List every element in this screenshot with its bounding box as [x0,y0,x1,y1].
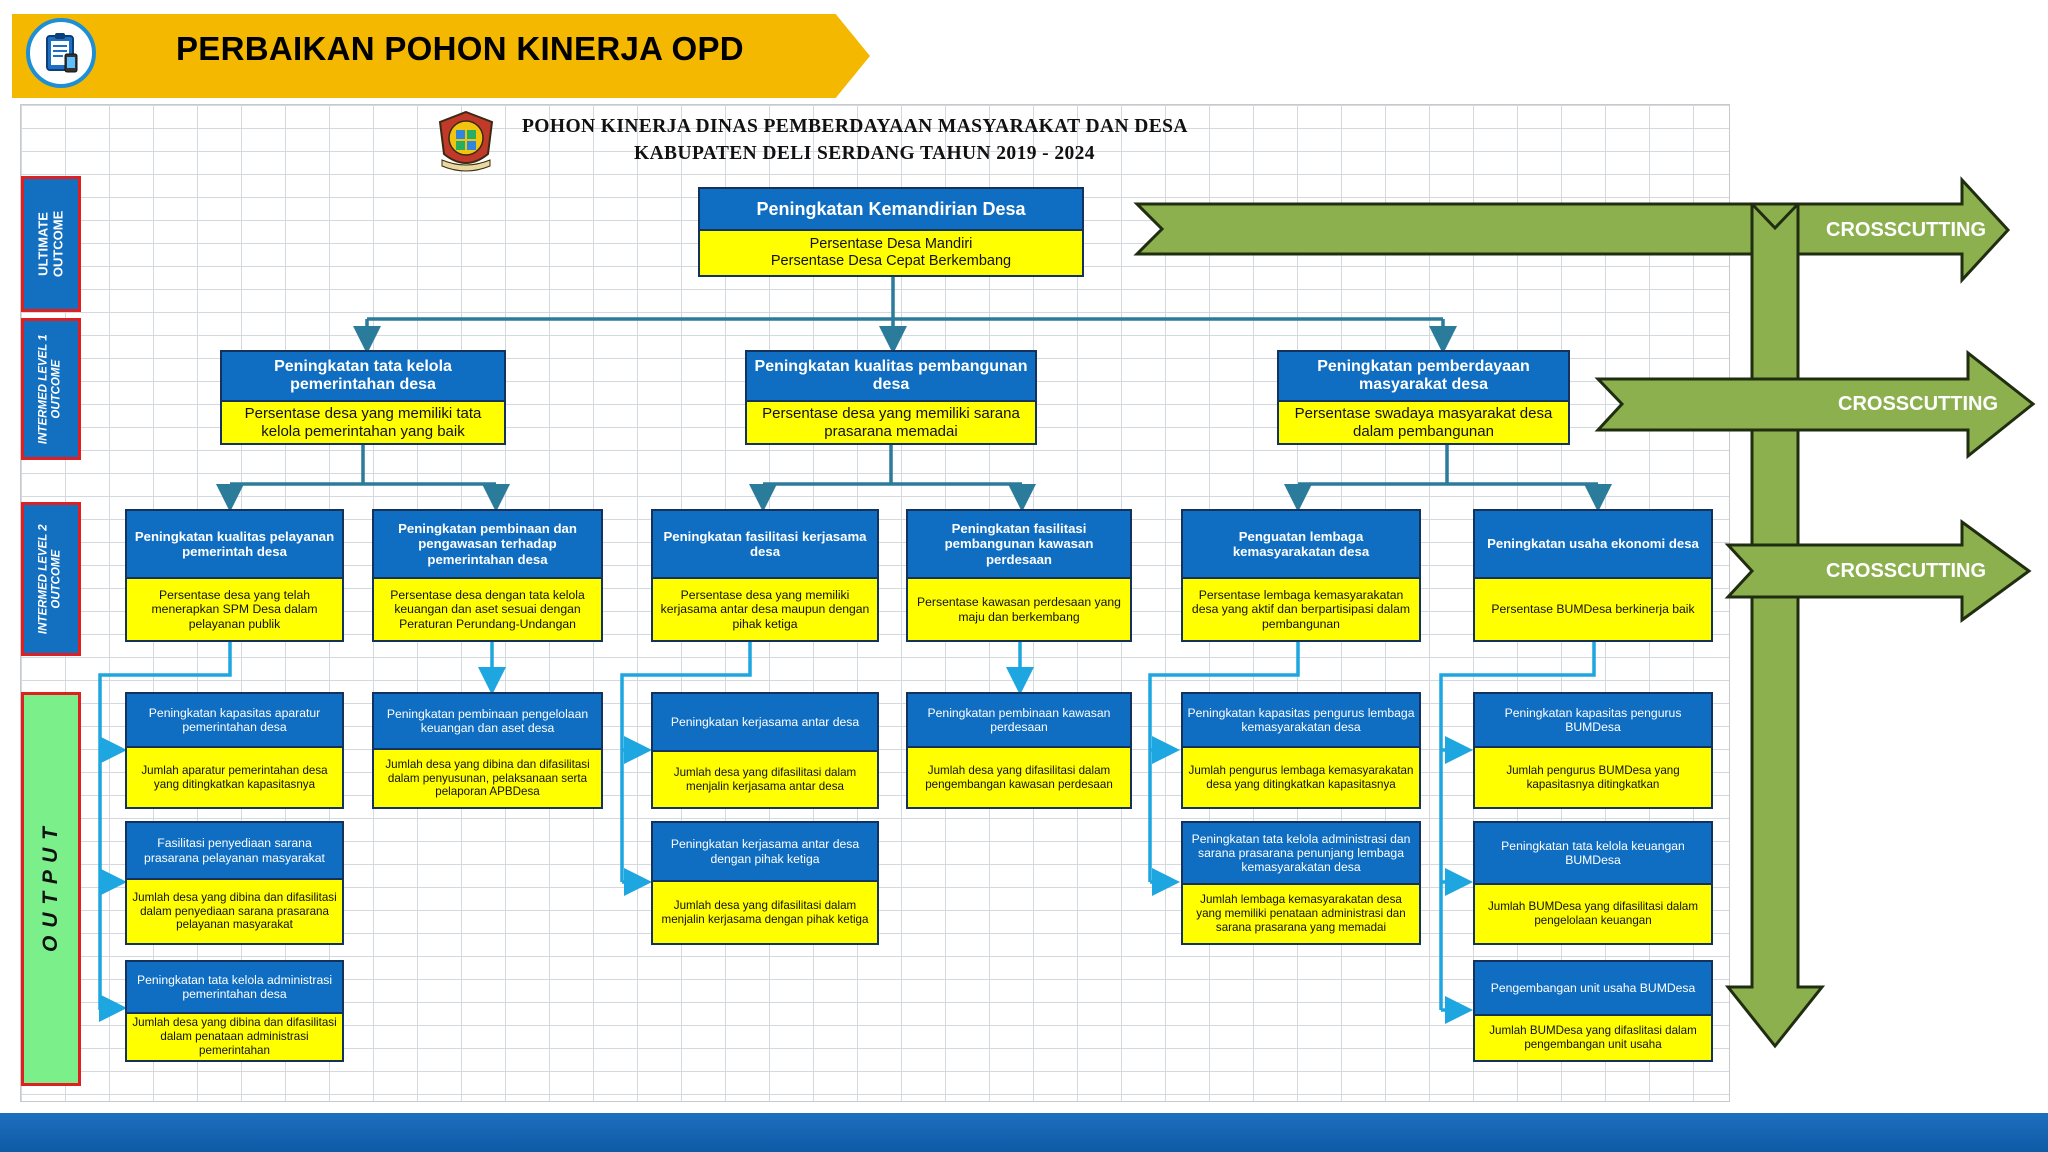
ultimate-outcome-box: Peningkatan Kemandirian Desa Persentase … [698,187,1084,277]
intermed-2-box-3: Peningkatan fasilitasi kerjasama desa Pe… [651,509,879,642]
output-box-c4-1: Peningkatan pembinaan kawasan perdesaan … [906,692,1132,809]
crosscutting-label-3: CROSSCUTTING [1826,560,1986,582]
box-indicator: Persentase desa yang telah menerapkan SP… [127,577,342,640]
box-title: Peningkatan kualitas pembangunan desa [747,352,1035,400]
box-title: Peningkatan pemberdayaan masyarakat desa [1279,352,1568,400]
intermed-2-box-2: Peningkatan pembinaan dan pengawasan ter… [372,509,603,642]
output-box-c1-2: Fasilitasi penyediaan sarana prasarana p… [125,821,344,945]
output-box-c5-1: Peningkatan kapasitas pengurus lembaga k… [1181,692,1421,809]
document-title-line2: KABUPATEN DELI SERDANG TAHUN 2019 - 2024 [634,143,1095,164]
box-indicator: Persentase desa dengan tata kelola keuan… [374,577,601,640]
intermed-1-box-1: Peningkatan tata kelola pemerintahan des… [220,350,506,445]
output-box-c1-3: Peningkatan tata kelola administrasi pem… [125,960,344,1062]
box-indicator: Jumlah pengurus lembaga kemasyarakatan d… [1183,746,1419,807]
box-indicator: Jumlah BUMDesa yang difasilitasi dalam p… [1475,883,1711,943]
level-intermed-1-outcome: INTERMED LEVEL 1 OUTCOME [21,318,81,460]
deli-serdang-emblem [436,110,496,174]
box-indicator: Jumlah aparatur pemerintahan desa yang d… [127,746,342,807]
crosscutting-arrow-vertical [1724,202,1826,1049]
box-indicator: Jumlah desa yang difasilitasi dalam menj… [653,750,877,807]
box-title: Peningkatan fasilitasi pembangunan kawas… [908,511,1130,577]
box-title: Peningkatan kapasitas aparatur pemerinta… [127,694,342,746]
output-box-c1-1: Peningkatan kapasitas aparatur pemerinta… [125,692,344,809]
box-title: Peningkatan kerjasama antar desa [653,694,877,750]
footer-bar [0,1113,2048,1152]
page-title: PERBAIKAN POHON KINERJA OPD [176,30,744,67]
box-indicator: Persentase BUMDesa berkinerja baik [1475,577,1711,640]
box-title: Peningkatan kapasitas pengurus lembaga k… [1183,694,1419,746]
box-title: Peningkatan fasilitasi kerjasama desa [653,511,877,577]
intermed-1-box-3: Peningkatan pemberdayaan masyarakat desa… [1277,350,1570,445]
box-indicator: Jumlah desa yang difasilitasi dalam menj… [653,880,877,943]
crosscutting-arrow-2 [1594,349,2036,460]
output-box-c6-2: Peningkatan tata kelola keuangan BUMDesa… [1473,821,1713,945]
box-indicator: Jumlah lembaga kemasyarakatan desa yang … [1183,883,1419,943]
box-title: Peningkatan kualitas pelayanan pemerinta… [127,511,342,577]
box-indicator: Persentase lembaga kemasyarakatan desa y… [1183,577,1419,640]
intermed-1-box-2: Peningkatan kualitas pembangunan desa Pe… [745,350,1037,445]
box-indicator: Jumlah desa yang dibina dan difasilitasi… [374,748,601,807]
intermed-2-box-4: Peningkatan fasilitasi pembangunan kawas… [906,509,1132,642]
level-ultimate-outcome: ULTIMATE OUTCOME [21,176,81,312]
crosscutting-arrow-3 [1724,519,2032,623]
intermed-2-box-6: Peningkatan usaha ekonomi desa Persentas… [1473,509,1713,642]
box-indicator: Jumlah desa yang dibina dan difasilitasi… [127,1012,342,1060]
output-box-c2-1: Peningkatan pembinaan pengelolaan keuang… [372,692,603,809]
output-box-c3-1: Peningkatan kerjasama antar desa Jumlah … [651,692,879,809]
crosscutting-label-1: CROSSCUTTING [1826,219,1986,241]
box-indicator: Jumlah BUMDesa yang difaslitasi dalam pe… [1475,1014,1711,1060]
intermed-2-box-1: Peningkatan kualitas pelayanan pemerinta… [125,509,344,642]
level-intermed-2-outcome: INTERMED LEVEL 2 OUTCOME [21,502,81,656]
box-title: Fasilitasi penyediaan sarana prasarana p… [127,823,342,878]
box-indicator: Persentase desa yang memiliki sarana pra… [747,400,1035,443]
box-indicator: Jumlah pengurus BUMDesa yang kapasitasny… [1475,746,1711,807]
crosscutting-label-2: CROSSCUTTING [1838,393,1998,415]
clipboard-phone-icon [26,18,96,88]
header-banner [12,14,870,98]
box-title: Peningkatan tata kelola keuangan BUMDesa [1475,823,1711,883]
box-title: Penguatan lembaga kemasyarakatan desa [1183,511,1419,577]
box-indicator: Persentase kawasan perdesaan yang maju d… [908,577,1130,640]
output-box-c3-2: Peningkatan kerjasama antar desa dengan … [651,821,879,945]
box-title: Peningkatan tata kelola administrasi dan… [1183,823,1419,883]
box-title: Peningkatan kerjasama antar desa dengan … [653,823,877,880]
box-indicator: Persentase swadaya masyarakat desa dalam… [1279,400,1568,443]
intermed-2-box-5: Penguatan lembaga kemasyarakatan desa Pe… [1181,509,1421,642]
output-box-c6-1: Peningkatan kapasitas pengurus BUMDesa J… [1473,692,1713,809]
box-title: Peningkatan pembinaan dan pengawasan ter… [374,511,601,577]
box-indicator: Persentase desa yang memiliki tata kelol… [222,400,504,443]
output-box-c6-3: Pengembangan unit usaha BUMDesa Jumlah B… [1473,960,1713,1062]
box-indicator: Jumlah desa yang difasilitasi dalam peng… [908,746,1130,807]
box-indicator: Jumlah desa yang dibina dan difasilitasi… [127,878,342,943]
box-indicator: Persentase Desa Mandiri Persentase Desa … [700,229,1082,275]
box-indicator: Persentase desa yang memiliki kerjasama … [653,577,877,640]
box-title: Peningkatan usaha ekonomi desa [1475,511,1711,577]
level-output: O U T P U T [21,692,81,1086]
box-title: Peningkatan Kemandirian Desa [700,189,1082,229]
box-title: Peningkatan pembinaan pengelolaan keuang… [374,694,601,748]
box-title: Peningkatan tata kelola administrasi pem… [127,962,342,1012]
box-title: Peningkatan pembinaan kawasan perdesaan [908,694,1130,746]
box-title: Peningkatan tata kelola pemerintahan des… [222,352,504,400]
output-box-c5-2: Peningkatan tata kelola administrasi dan… [1181,821,1421,945]
box-title: Pengembangan unit usaha BUMDesa [1475,962,1711,1014]
box-title: Peningkatan kapasitas pengurus BUMDesa [1475,694,1711,746]
document-title-line1: POHON KINERJA DINAS PEMBERDAYAAN MASYARA… [522,116,1188,137]
